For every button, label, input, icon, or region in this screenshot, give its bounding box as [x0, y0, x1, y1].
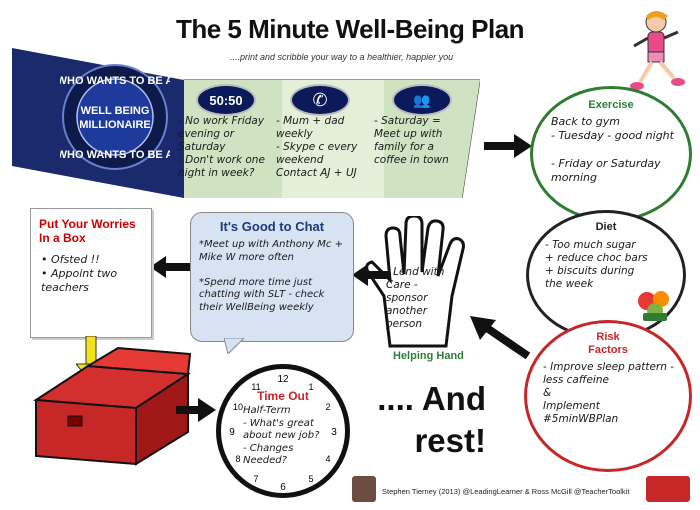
time-out-clock: Time Out Half-Term - What's great about …	[216, 364, 350, 498]
fruit-icon	[638, 291, 669, 321]
arrow-right-icon	[484, 134, 532, 158]
author-avatar	[352, 476, 376, 502]
risk-factors-circle: Risk Factors - Improve sleep pattern - l…	[524, 320, 692, 472]
diet-note: - Too much sugar + reduce choc bars + bi…	[545, 239, 648, 290]
logo-bottom-text: WHO WANTS TO BE A	[60, 149, 170, 161]
credit-text: Stephen Tierney (2013) @LeadingLearner &…	[382, 487, 630, 496]
risk-note: - Improve sleep pattern - less caffeine …	[543, 361, 675, 425]
risk-title: Risk Factors	[588, 331, 628, 356]
phone-icon: ✆	[312, 89, 328, 110]
millionaire-logo: WHO WANTS TO BE A WELL BEING MILLIONAIRE…	[60, 64, 170, 170]
fifty-fifty-lifeline: 50:50	[196, 84, 256, 116]
exercise-title: Exercise	[588, 99, 634, 111]
teacher-toolkit-logo	[646, 476, 690, 502]
chat-title: It's Good to Chat	[219, 219, 325, 234]
treasure-box-icon	[33, 346, 192, 466]
arrow-left-icon	[150, 256, 190, 278]
speech-tail	[224, 338, 244, 354]
page-title: The 5 Minute Well-Being Plan	[175, 14, 525, 44]
logo-top-text: WHO WANTS TO BE A	[60, 75, 170, 87]
lifeline-note-1: - No work Friday evening or Saturday - D…	[178, 115, 265, 179]
worries-note: • Ofsted !! • Appoint two teachers	[41, 253, 118, 294]
timeout-note: Half-Term - What's great about new job? …	[243, 405, 320, 466]
logo-main-text-1: WELL BEING	[81, 105, 150, 117]
worries-box: Put Your Worries In a Box • Ofsted !! • …	[30, 208, 152, 338]
and-rest-line-1: .... And	[377, 380, 486, 417]
lifeline-note-2: - Mum + dad weekly - Skype c every weeke…	[276, 115, 358, 179]
audience-icon: 👥	[413, 91, 431, 108]
logo-main-text-2: MILLIONAIRE	[79, 119, 151, 131]
helping-hand-icon	[365, 216, 465, 348]
hand-note: - Lend with Care - sponsor another perso…	[386, 266, 445, 330]
arrow-right-icon	[176, 398, 216, 422]
diet-title: Diet	[595, 221, 617, 233]
audience-lifeline: 👥	[392, 84, 452, 116]
and-rest-text: .... And rest!	[356, 378, 486, 462]
running-woman-icon	[630, 11, 685, 90]
exercise-note: Back to gym - Tuesday - good night - Fri…	[551, 115, 674, 184]
and-rest-line-2: rest!	[414, 422, 486, 459]
worries-title: Put Your Worries In a Box	[39, 217, 136, 245]
phone-lifeline: ✆	[290, 84, 350, 116]
arrow-left-icon	[352, 264, 388, 286]
helping-hand-label: Helping Hand	[393, 350, 464, 362]
good-to-chat-bubble: It's Good to Chat *Meet up with Anthony …	[190, 212, 354, 342]
exercise-circle: Exercise Back to gym - Tuesday - good ni…	[530, 86, 692, 222]
fifty-fifty-label: 50:50	[209, 92, 243, 108]
chat-note: *Meet up with Anthony Mc + Mike W more o…	[199, 239, 343, 313]
lifeline-note-3: - Saturday = Meet up with family for a c…	[374, 115, 449, 166]
arrow-up-left-icon	[470, 316, 531, 360]
page-subtitle: ....print and scribble your way to a hea…	[230, 52, 454, 62]
timeout-title: Time Out	[257, 389, 309, 403]
